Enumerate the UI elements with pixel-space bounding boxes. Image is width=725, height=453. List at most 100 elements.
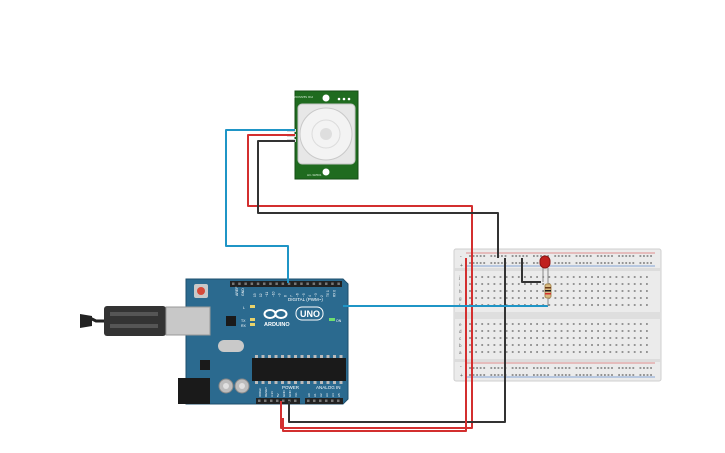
breadboard-hole — [591, 337, 593, 339]
breadboard-hole — [597, 297, 599, 299]
breadboard-hole — [633, 323, 636, 325]
breadboard-hole — [615, 323, 618, 325]
atmega-chip-pins — [255, 355, 343, 384]
breadboard-hole — [650, 374, 652, 376]
breadboard-hole — [472, 262, 475, 264]
breadboard-hole — [585, 344, 587, 346]
digital-header — [230, 281, 342, 287]
breadboard-hole — [643, 367, 645, 369]
breadboard-hole — [578, 330, 581, 332]
row-label-d: d — [459, 329, 462, 334]
breadboard-hole — [560, 330, 563, 332]
breadboard-hole — [547, 255, 549, 257]
breadboard-hole — [524, 290, 526, 292]
breadboard-hole — [627, 290, 630, 292]
breadboard-hole — [536, 255, 539, 257]
breadboard-hole — [625, 255, 628, 257]
breadboard-hole — [505, 330, 508, 332]
header-pin — [282, 399, 285, 402]
analog-pin-label: A0 — [307, 393, 311, 397]
breadboard-hole — [591, 276, 593, 278]
header-pin — [319, 399, 322, 402]
breadboard-hole — [487, 276, 490, 278]
breadboard-hole — [530, 337, 532, 339]
breadboard-hole — [572, 344, 575, 346]
chip-pin — [294, 381, 297, 384]
breadboard-hole — [586, 262, 589, 264]
breadboard-hole — [621, 283, 624, 285]
breadboard-hole — [572, 276, 575, 278]
breadboard-hole — [597, 337, 599, 339]
header-pin — [325, 282, 328, 285]
breadboard-hole — [615, 337, 618, 339]
breadboard-hole — [542, 290, 545, 292]
led-l — [250, 305, 255, 308]
power-pin-label: 3.3V — [270, 391, 274, 397]
arduino-logo-text: ARDUINO — [264, 322, 290, 328]
breadboard-hole — [597, 290, 599, 292]
breadboard-hole — [542, 344, 545, 346]
chip-pin — [261, 381, 265, 384]
breadboard-center-channel — [454, 312, 661, 319]
breadboard-hole — [499, 330, 502, 332]
breadboard-hole — [603, 337, 606, 339]
breadboard-hole — [572, 351, 575, 353]
breadboard-hole — [633, 283, 636, 285]
breadboard-hole — [585, 290, 587, 292]
breadboard-hole — [609, 337, 612, 339]
chip-pin — [255, 381, 258, 384]
breadboard-hole — [493, 262, 496, 264]
breadboard-hole — [582, 367, 585, 369]
breadboard-hole — [561, 367, 564, 369]
breadboard-hole — [603, 351, 606, 353]
breadboard-hole — [646, 330, 648, 332]
breadboard-hole — [578, 337, 581, 339]
led-rx — [250, 323, 255, 326]
breadboard-hole — [639, 297, 642, 299]
breadboard-hole — [627, 304, 630, 306]
breadboard-hole — [469, 374, 471, 376]
breadboard-hole — [524, 297, 526, 299]
resistor-band-3 — [545, 293, 551, 295]
breadboard-hole — [511, 330, 514, 332]
breadboard-hole — [639, 367, 642, 369]
breadboard-hole — [560, 276, 563, 278]
breadboard-hole — [524, 344, 526, 346]
chip-pin — [268, 381, 271, 384]
breadboard-hole — [628, 367, 631, 369]
breadboard-hole — [505, 276, 508, 278]
power-pin-label: 5V — [276, 393, 280, 397]
breadboard-hole — [487, 330, 490, 332]
row-label-c: c — [459, 336, 462, 341]
breadboard-hole — [511, 344, 514, 346]
breadboard-hole — [530, 276, 532, 278]
usb-cable-end — [80, 314, 92, 328]
breadboard-hole — [603, 323, 606, 325]
breadboard-hole — [615, 304, 618, 306]
breadboard-hole — [517, 290, 520, 292]
breadboard-hole — [472, 367, 475, 369]
breadboard-hole — [499, 351, 502, 353]
digital-pin-label: 13 — [253, 293, 257, 297]
breadboard-hole — [499, 344, 502, 346]
breadboard-hole — [572, 283, 575, 285]
breadboard-hole — [469, 367, 471, 369]
breadboard-hole — [618, 255, 620, 257]
breadboard-hole — [625, 367, 628, 369]
header-pin — [250, 282, 254, 285]
breadboard-hole — [530, 297, 532, 299]
header-pin — [337, 399, 340, 402]
usb-chip — [226, 316, 236, 326]
breadboard-hole — [566, 290, 569, 292]
breadboard-hole — [633, 337, 636, 339]
breadboard-hole — [578, 276, 581, 278]
digital-pin-label: 2 — [320, 295, 324, 297]
breadboard-hole — [609, 283, 612, 285]
breadboard-hole — [530, 344, 532, 346]
led-tx-label: TX — [241, 319, 246, 323]
digital-pin-label: 4 — [308, 295, 312, 297]
breadboard-hole — [490, 367, 493, 369]
power-pin-label: Vin — [294, 392, 298, 397]
breadboard-hole — [564, 262, 567, 264]
breadboard-hole — [639, 283, 642, 285]
